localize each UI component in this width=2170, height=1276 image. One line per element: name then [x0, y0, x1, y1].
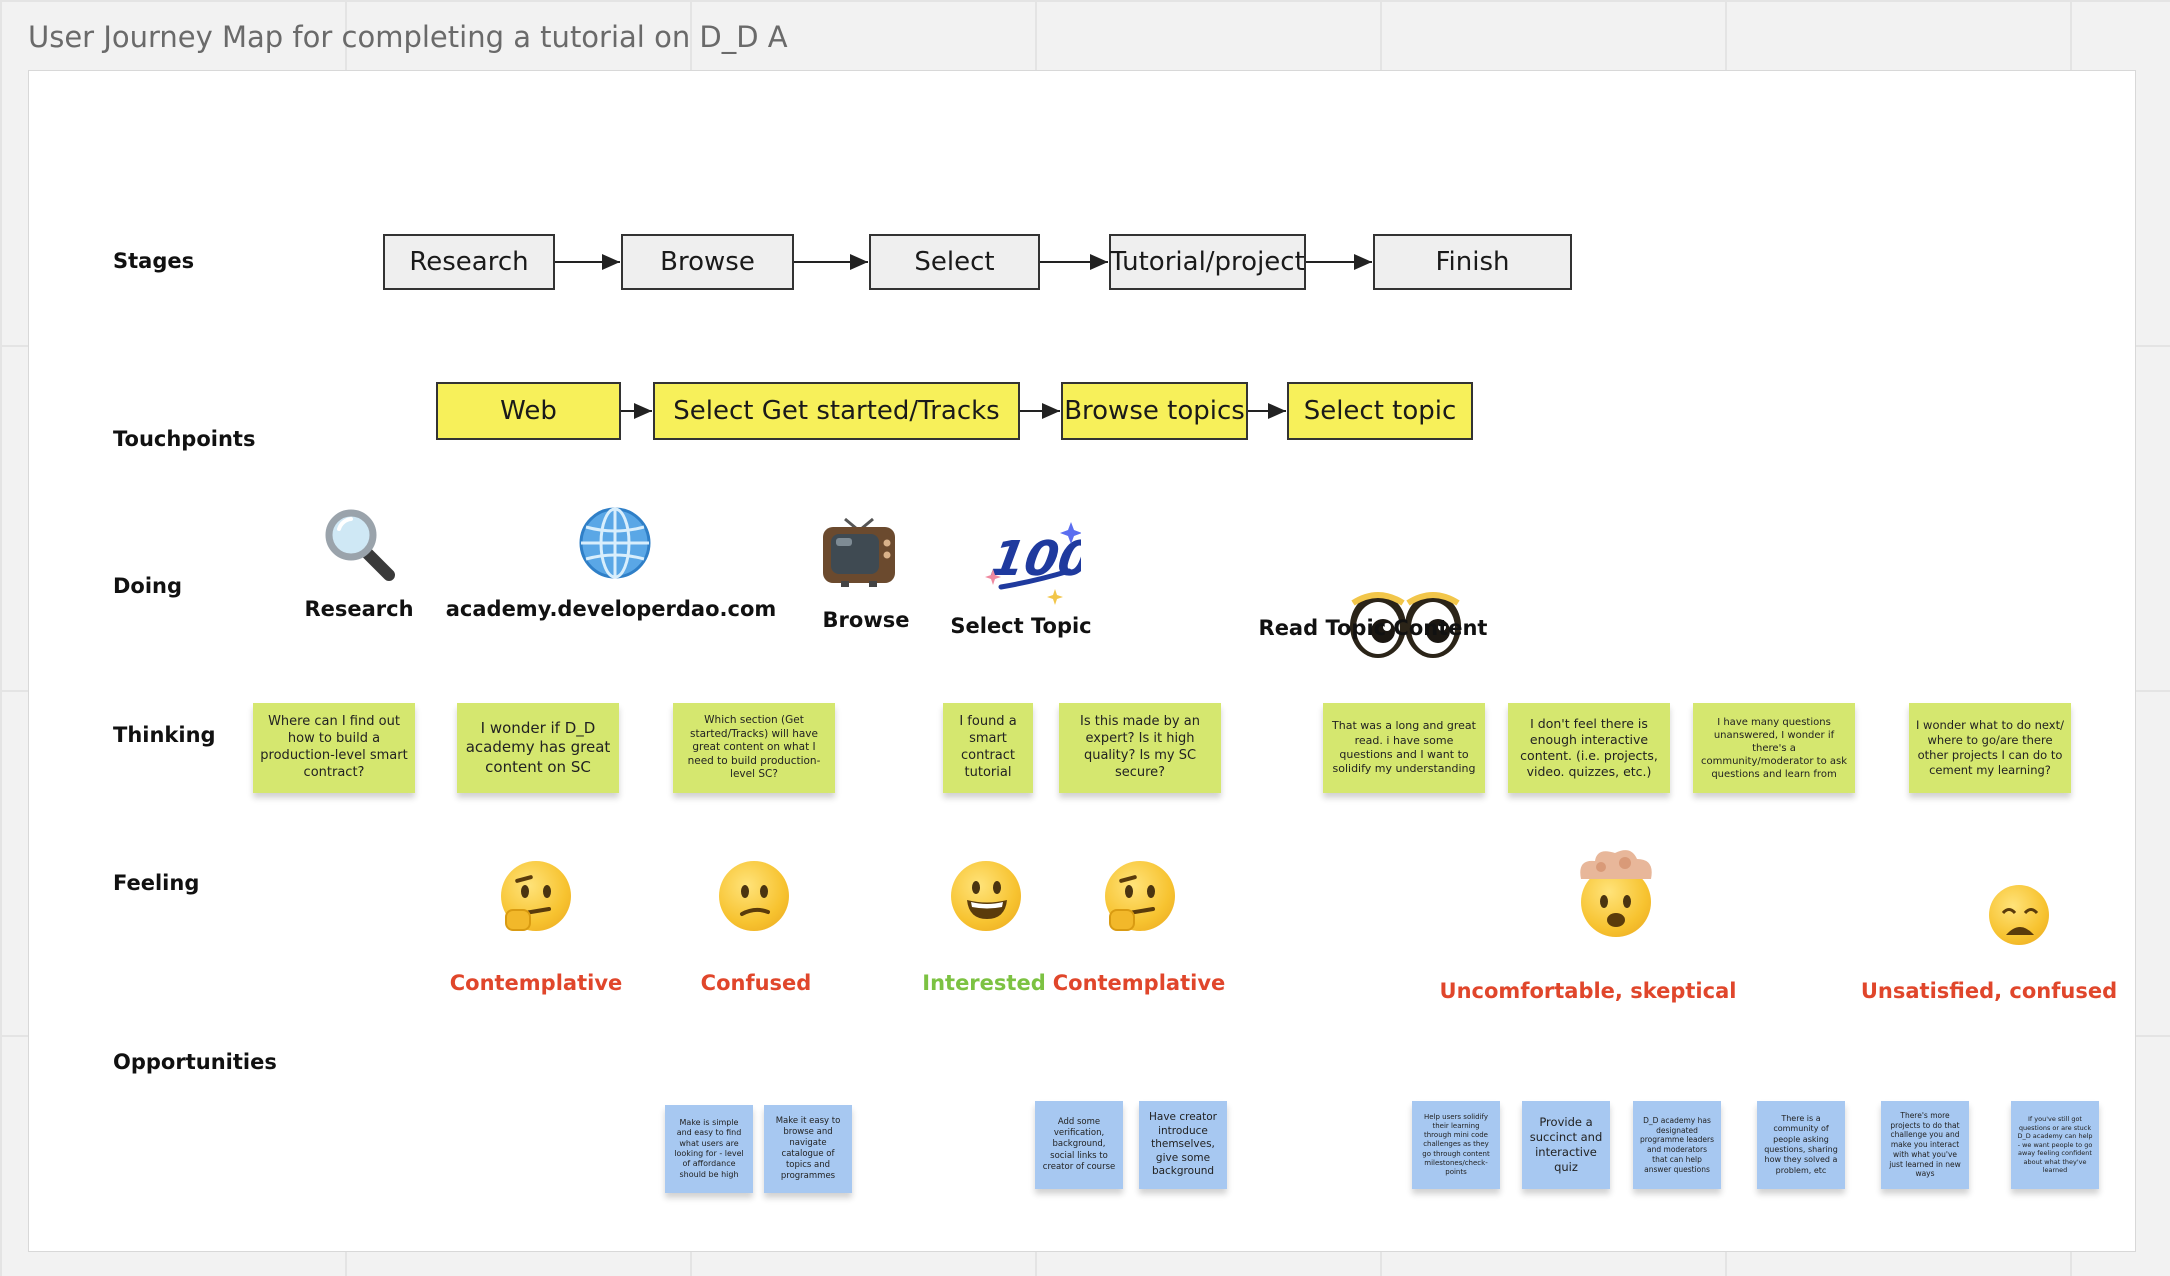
doing-label-browse: Browse	[822, 608, 910, 632]
stage-select[interactable]: Select	[869, 234, 1040, 290]
opportunity-note[interactable]: If you've still got questions or are stu…	[2011, 1101, 2099, 1189]
touchpoint-web[interactable]: Web	[436, 382, 621, 440]
feeling-label: Uncomfortable, skeptical	[1439, 979, 1737, 1003]
touchpoint-browse-topics[interactable]: Browse topics	[1061, 382, 1248, 440]
board-title: User Journey Map for completing a tutori…	[28, 20, 788, 54]
opportunity-note[interactable]: There's more projects to do that challen…	[1881, 1101, 1969, 1189]
thinking-face-icon	[1105, 861, 1175, 931]
row-label-opportunities: Opportunities	[113, 1050, 277, 1074]
thinking-face-icon	[501, 861, 571, 931]
feeling-label: Confused	[700, 971, 812, 995]
doing-label-select-topic: Select Topic	[950, 614, 1092, 638]
opportunity-note[interactable]: Help users solidify their learning throu…	[1412, 1101, 1500, 1189]
globe-icon	[579, 507, 651, 579]
journey-map-frame[interactable]: Stages Touchpoints Doing Thinking Feelin…	[28, 70, 2136, 1252]
row-label-touchpoints: Touchpoints	[113, 427, 256, 451]
opportunity-note[interactable]: Make it easy to browse and navigate cata…	[764, 1105, 852, 1193]
thinking-note[interactable]: Where can I find out how to build a prod…	[253, 703, 415, 793]
thinking-note[interactable]: Is this made by an expert? Is it high qu…	[1059, 703, 1221, 793]
row-label-feeling: Feeling	[113, 871, 200, 895]
svg-text:100: 100	[987, 531, 1081, 587]
opportunity-note[interactable]: Have creator introduce themselves, give …	[1139, 1101, 1227, 1189]
hundred-points-icon: 100	[985, 522, 1081, 605]
opportunity-note[interactable]: Add some verification, background, socia…	[1035, 1101, 1123, 1189]
stage-browse[interactable]: Browse	[621, 234, 794, 290]
exploding-head-icon	[1580, 850, 1652, 937]
touchpoint-get-started-tracks[interactable]: Select Get started/Tracks	[653, 382, 1020, 440]
television-icon	[823, 517, 895, 587]
opportunity-note[interactable]: D_D academy has designated programme lea…	[1633, 1101, 1721, 1189]
row-label-stages: Stages	[113, 249, 195, 273]
thinking-note[interactable]: I have many questions unanswered, I wond…	[1693, 703, 1855, 793]
thinking-note[interactable]: I wonder what to do next/ where to go/ar…	[1909, 703, 2071, 793]
feeling-label: Contemplative	[1052, 971, 1226, 995]
opportunity-note[interactable]: Provide a succinct and interactive quiz	[1522, 1101, 1610, 1189]
weary-face-icon	[1989, 885, 2049, 945]
magnifying-glass-icon	[325, 509, 395, 581]
thinking-note[interactable]: I don't feel there is enough interactive…	[1508, 703, 1670, 793]
doing-label-read-content: Read Topic Content	[1258, 616, 1488, 640]
thinking-note[interactable]: That was a long and great read. i have s…	[1323, 703, 1485, 793]
thinking-note[interactable]: I wonder if D_D academy has great conten…	[457, 703, 619, 793]
thinking-note[interactable]: Which section (Get started/Tracks) will …	[673, 703, 835, 793]
stage-tutorial-project[interactable]: Tutorial/project	[1109, 234, 1306, 290]
opportunity-note[interactable]: Make is simple and easy to find what use…	[665, 1105, 753, 1193]
row-label-thinking: Thinking	[113, 723, 216, 747]
confused-face-icon	[719, 861, 789, 931]
grinning-face-icon	[951, 861, 1021, 931]
eyes-icon	[1350, 592, 1461, 658]
opportunity-note[interactable]: There is a community of people asking qu…	[1757, 1101, 1845, 1189]
thinking-note[interactable]: I found a smart contract tutorial	[943, 703, 1033, 793]
doing-label-academy-site: academy.developerdao.com	[445, 597, 777, 621]
touchpoint-select-topic[interactable]: Select topic	[1287, 382, 1473, 440]
stage-research[interactable]: Research	[383, 234, 555, 290]
doing-label-research: Research	[304, 597, 414, 621]
row-label-doing: Doing	[113, 574, 183, 598]
feeling-label: Unsatisfied, confused	[1860, 979, 2118, 1003]
stage-finish[interactable]: Finish	[1373, 234, 1572, 290]
feeling-label: Interested	[922, 971, 1046, 995]
connector-arrows	[555, 254, 1372, 419]
feeling-label: Contemplative	[449, 971, 623, 995]
